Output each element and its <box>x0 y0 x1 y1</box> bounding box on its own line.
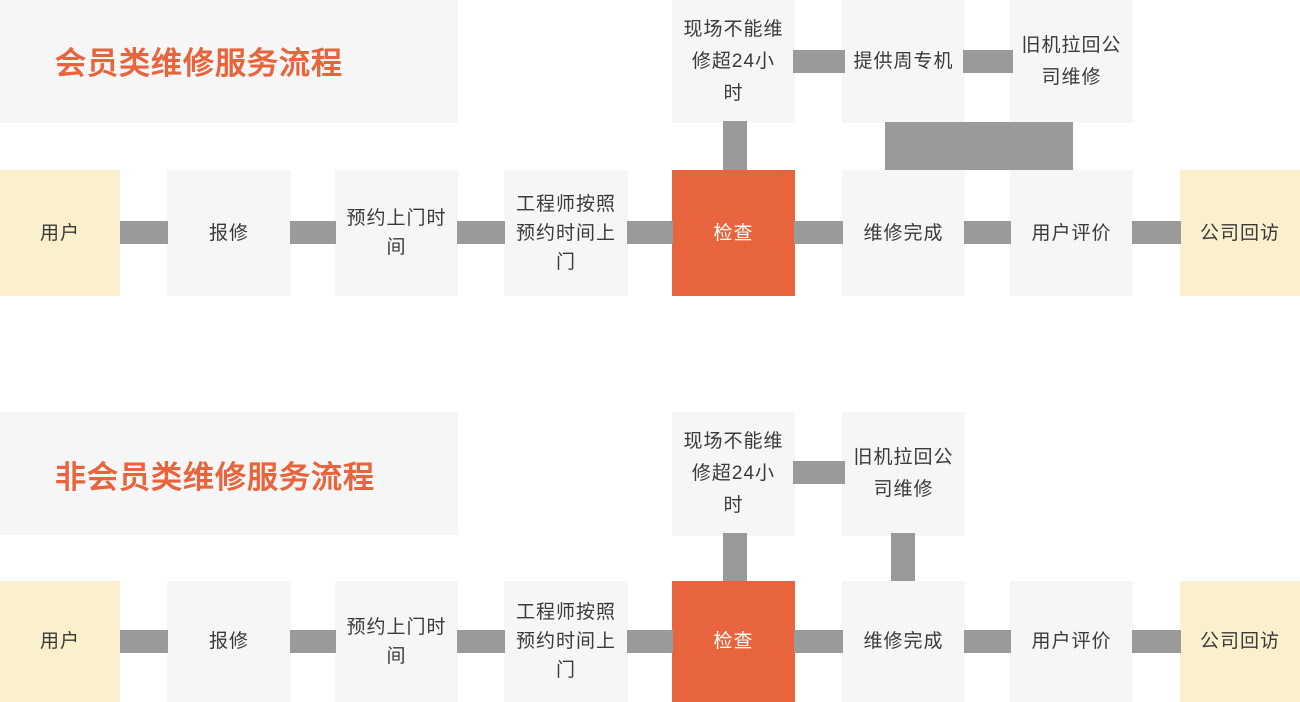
section-2-main-connector-2 <box>290 630 336 653</box>
section-1-vertical-connector-1 <box>723 121 747 170</box>
section-2-upper-box-1[interactable]: 现场不能维修超24小时 <box>672 412 795 536</box>
section-1-upper-box-1[interactable]: 现场不能维修超24小时 <box>672 0 795 123</box>
section-1-main-box-user-rating[interactable]: 用户评价 <box>1010 170 1133 296</box>
section-1-title-band <box>0 0 458 123</box>
section-1-main-connector-1 <box>120 221 168 244</box>
section-2-main-box-report[interactable]: 报修 <box>167 581 291 702</box>
section-2-vertical-connector-2 <box>891 533 915 581</box>
section-1-upper-box-3[interactable]: 旧机拉回公司维修 <box>1010 0 1133 123</box>
section-2-vertical-connector-1 <box>723 533 747 581</box>
section-1-main-connector-3 <box>457 221 505 244</box>
section-2-main-box-repair-done[interactable]: 维修完成 <box>842 581 965 702</box>
section-2-main-box-user[interactable]: 用户 <box>0 581 120 702</box>
section-1-main-box-engineer-visit[interactable]: 工程师按照预约时间上门 <box>504 170 628 296</box>
section-1-main-connector-6 <box>964 221 1011 244</box>
section-2-main-connector-5 <box>794 630 843 653</box>
section-2-main-connector-6 <box>964 630 1011 653</box>
section-2-title: 非会员类维修服务流程 <box>55 460 375 495</box>
section-2-main-box-engineer-visit[interactable]: 工程师按照预约时间上门 <box>504 581 628 702</box>
section-2-main-connector-1 <box>120 630 168 653</box>
section-2-main-box-appointment[interactable]: 预约上门时间 <box>335 581 458 702</box>
section-2-title-band <box>0 412 458 535</box>
section-1-upper-connector-1 <box>793 50 845 73</box>
section-2-main-box-user-rating[interactable]: 用户评价 <box>1010 581 1133 702</box>
section-1-title: 会员类维修服务流程 <box>55 46 343 81</box>
section-1-main-box-report[interactable]: 报修 <box>167 170 291 296</box>
section-1-upper-connector-2 <box>963 50 1013 73</box>
section-1-main-box-repair-done[interactable]: 维修完成 <box>842 170 965 296</box>
section-2-upper-box-2[interactable]: 旧机拉回公司维修 <box>842 412 965 536</box>
section-1-main-connector-4 <box>627 221 673 244</box>
section-1-main-box-followup[interactable]: 公司回访 <box>1180 170 1300 296</box>
section-1-main-connector-2 <box>290 221 336 244</box>
section-2-main-connector-7 <box>1132 630 1181 653</box>
section-2-main-connector-4 <box>627 630 673 653</box>
section-2-main-box-followup[interactable]: 公司回访 <box>1180 581 1300 702</box>
section-1-main-box-user-fill[interactable]: 用户 <box>0 170 120 296</box>
section-1-upper-box-2[interactable]: 提供周专机 <box>842 0 965 123</box>
section-1-main-connector-5 <box>794 221 843 244</box>
section-2-main-box-inspect[interactable]: 检查 <box>672 581 795 702</box>
section-1-main-box-appointment[interactable]: 预约上门时间 <box>335 170 458 296</box>
section-2-main-connector-3 <box>457 630 505 653</box>
section-1-main-connector-7 <box>1132 221 1181 244</box>
section-1-return-bar <box>885 122 1073 170</box>
section-2-upper-connector-1 <box>793 461 845 484</box>
section-1-main-box-inspect[interactable]: 检查 <box>672 170 795 296</box>
